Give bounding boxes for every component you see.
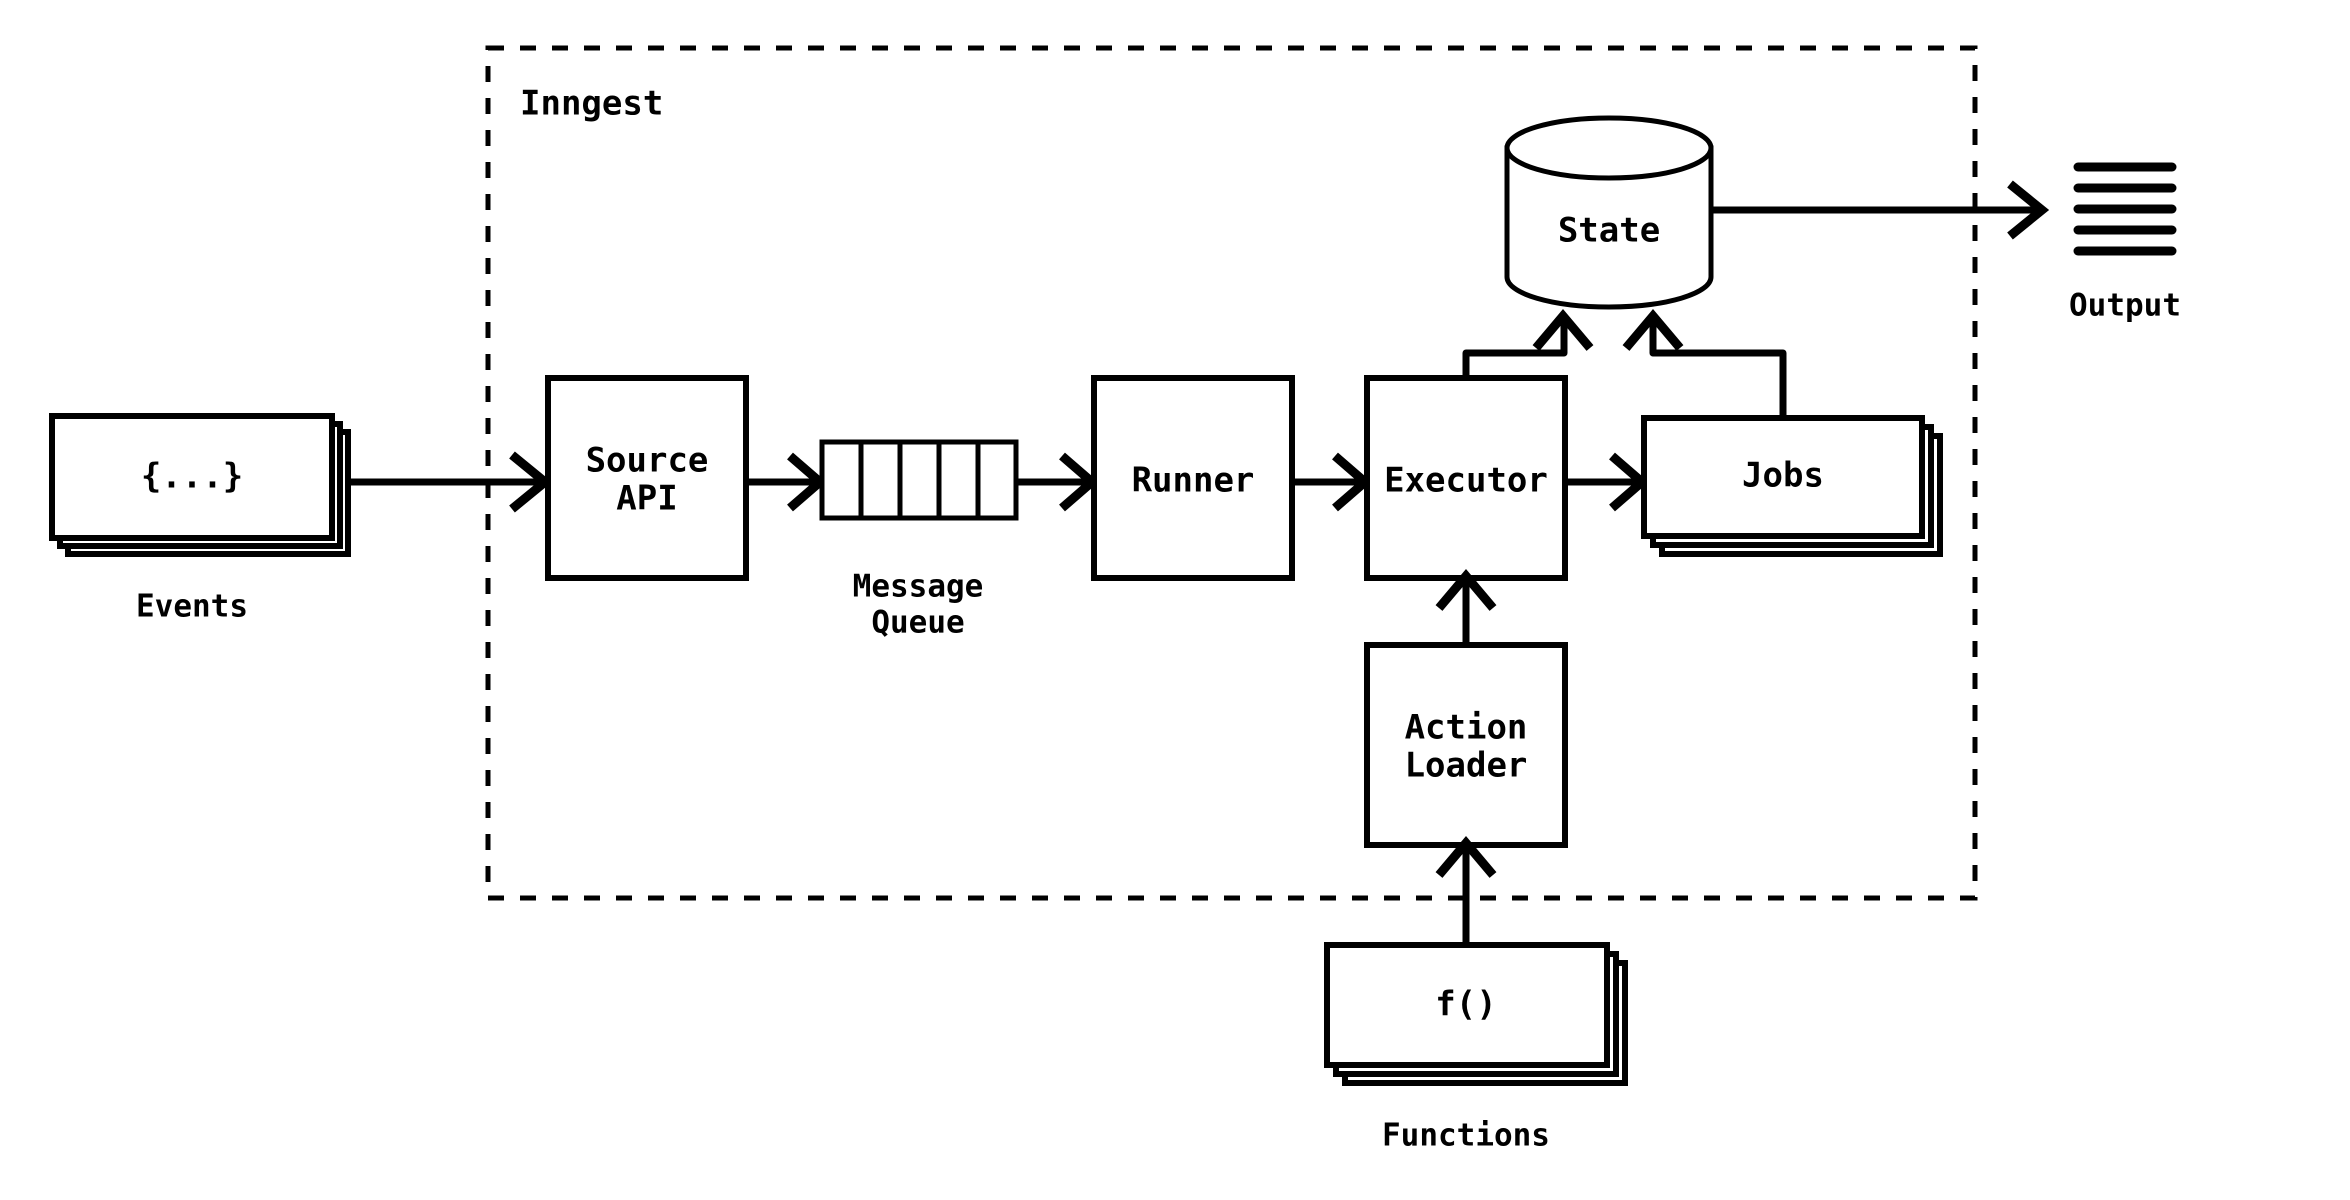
functions-stack-layer-1 bbox=[1324, 942, 1610, 1068]
edge-events-to-source-api bbox=[345, 451, 553, 513]
executor-label: Executor bbox=[1384, 461, 1548, 501]
arrowhead-icon bbox=[1435, 569, 1497, 611]
edge-jobs-to-state bbox=[1622, 309, 1787, 418]
edge-functions-to-action-loader bbox=[1435, 836, 1497, 945]
jobs-stack-layer-1 bbox=[1641, 415, 1925, 539]
source-api-node[interactable]: Source API bbox=[545, 375, 749, 581]
functions-caption: Functions bbox=[1382, 1118, 1550, 1154]
inngest-boundary-label: Inngest bbox=[520, 84, 663, 124]
jobs-node[interactable]: Jobs bbox=[1641, 415, 1943, 557]
source-api-label-line2: API bbox=[616, 479, 677, 519]
arrowhead-icon bbox=[1435, 836, 1497, 878]
executor-node[interactable]: Executor bbox=[1364, 375, 1568, 581]
source-api-label-line1: Source bbox=[586, 441, 709, 481]
events-caption: Events bbox=[136, 589, 248, 625]
arrowhead-icon bbox=[1532, 309, 1594, 351]
events-node[interactable]: {...} bbox=[49, 413, 351, 557]
state-label: State bbox=[1558, 211, 1660, 251]
output-caption: Output bbox=[2069, 288, 2181, 324]
message-queue-caption-line1: Message bbox=[853, 569, 984, 605]
action-loader-box bbox=[1364, 642, 1568, 848]
events-label: {...} bbox=[141, 457, 243, 497]
state-node[interactable]: State bbox=[1504, 115, 1714, 310]
inngest-boundary bbox=[485, 45, 1978, 901]
runner-box bbox=[1091, 375, 1295, 581]
edge-message-queue-to-runner bbox=[1016, 452, 1099, 512]
arrowhead-icon bbox=[1622, 309, 1684, 351]
edge-runner-to-executor bbox=[1292, 452, 1372, 512]
functions-label: f() bbox=[1435, 985, 1496, 1025]
state-cylinder-top bbox=[1504, 115, 1714, 181]
action-loader-label-line2: Loader bbox=[1405, 746, 1528, 786]
action-loader-node[interactable]: Action Loader bbox=[1364, 642, 1568, 848]
runner-node[interactable]: Runner bbox=[1091, 375, 1295, 581]
message-queue-node[interactable] bbox=[819, 439, 1019, 521]
edge-action-loader-to-executor bbox=[1435, 569, 1497, 645]
output-node[interactable] bbox=[2073, 162, 2177, 256]
state-cylinder-body bbox=[1504, 145, 1714, 310]
source-api-box bbox=[545, 375, 749, 581]
executor-box bbox=[1364, 375, 1568, 581]
edge-executor-to-jobs bbox=[1565, 452, 1649, 512]
arrowhead-icon bbox=[2007, 180, 2050, 240]
jobs-label: Jobs bbox=[1742, 456, 1824, 496]
edge-source-api-to-message-queue bbox=[746, 452, 827, 512]
edge-state-to-output bbox=[1709, 180, 2050, 240]
events-stack-layer-1 bbox=[49, 413, 335, 541]
edge-executor-to-state bbox=[1462, 309, 1594, 378]
message-queue-box bbox=[819, 439, 1019, 521]
functions-node[interactable]: f() bbox=[1324, 942, 1628, 1086]
message-queue-caption-line2: Queue bbox=[871, 605, 964, 641]
action-loader-label-line1: Action bbox=[1405, 708, 1528, 748]
runner-label: Runner bbox=[1132, 461, 1255, 501]
